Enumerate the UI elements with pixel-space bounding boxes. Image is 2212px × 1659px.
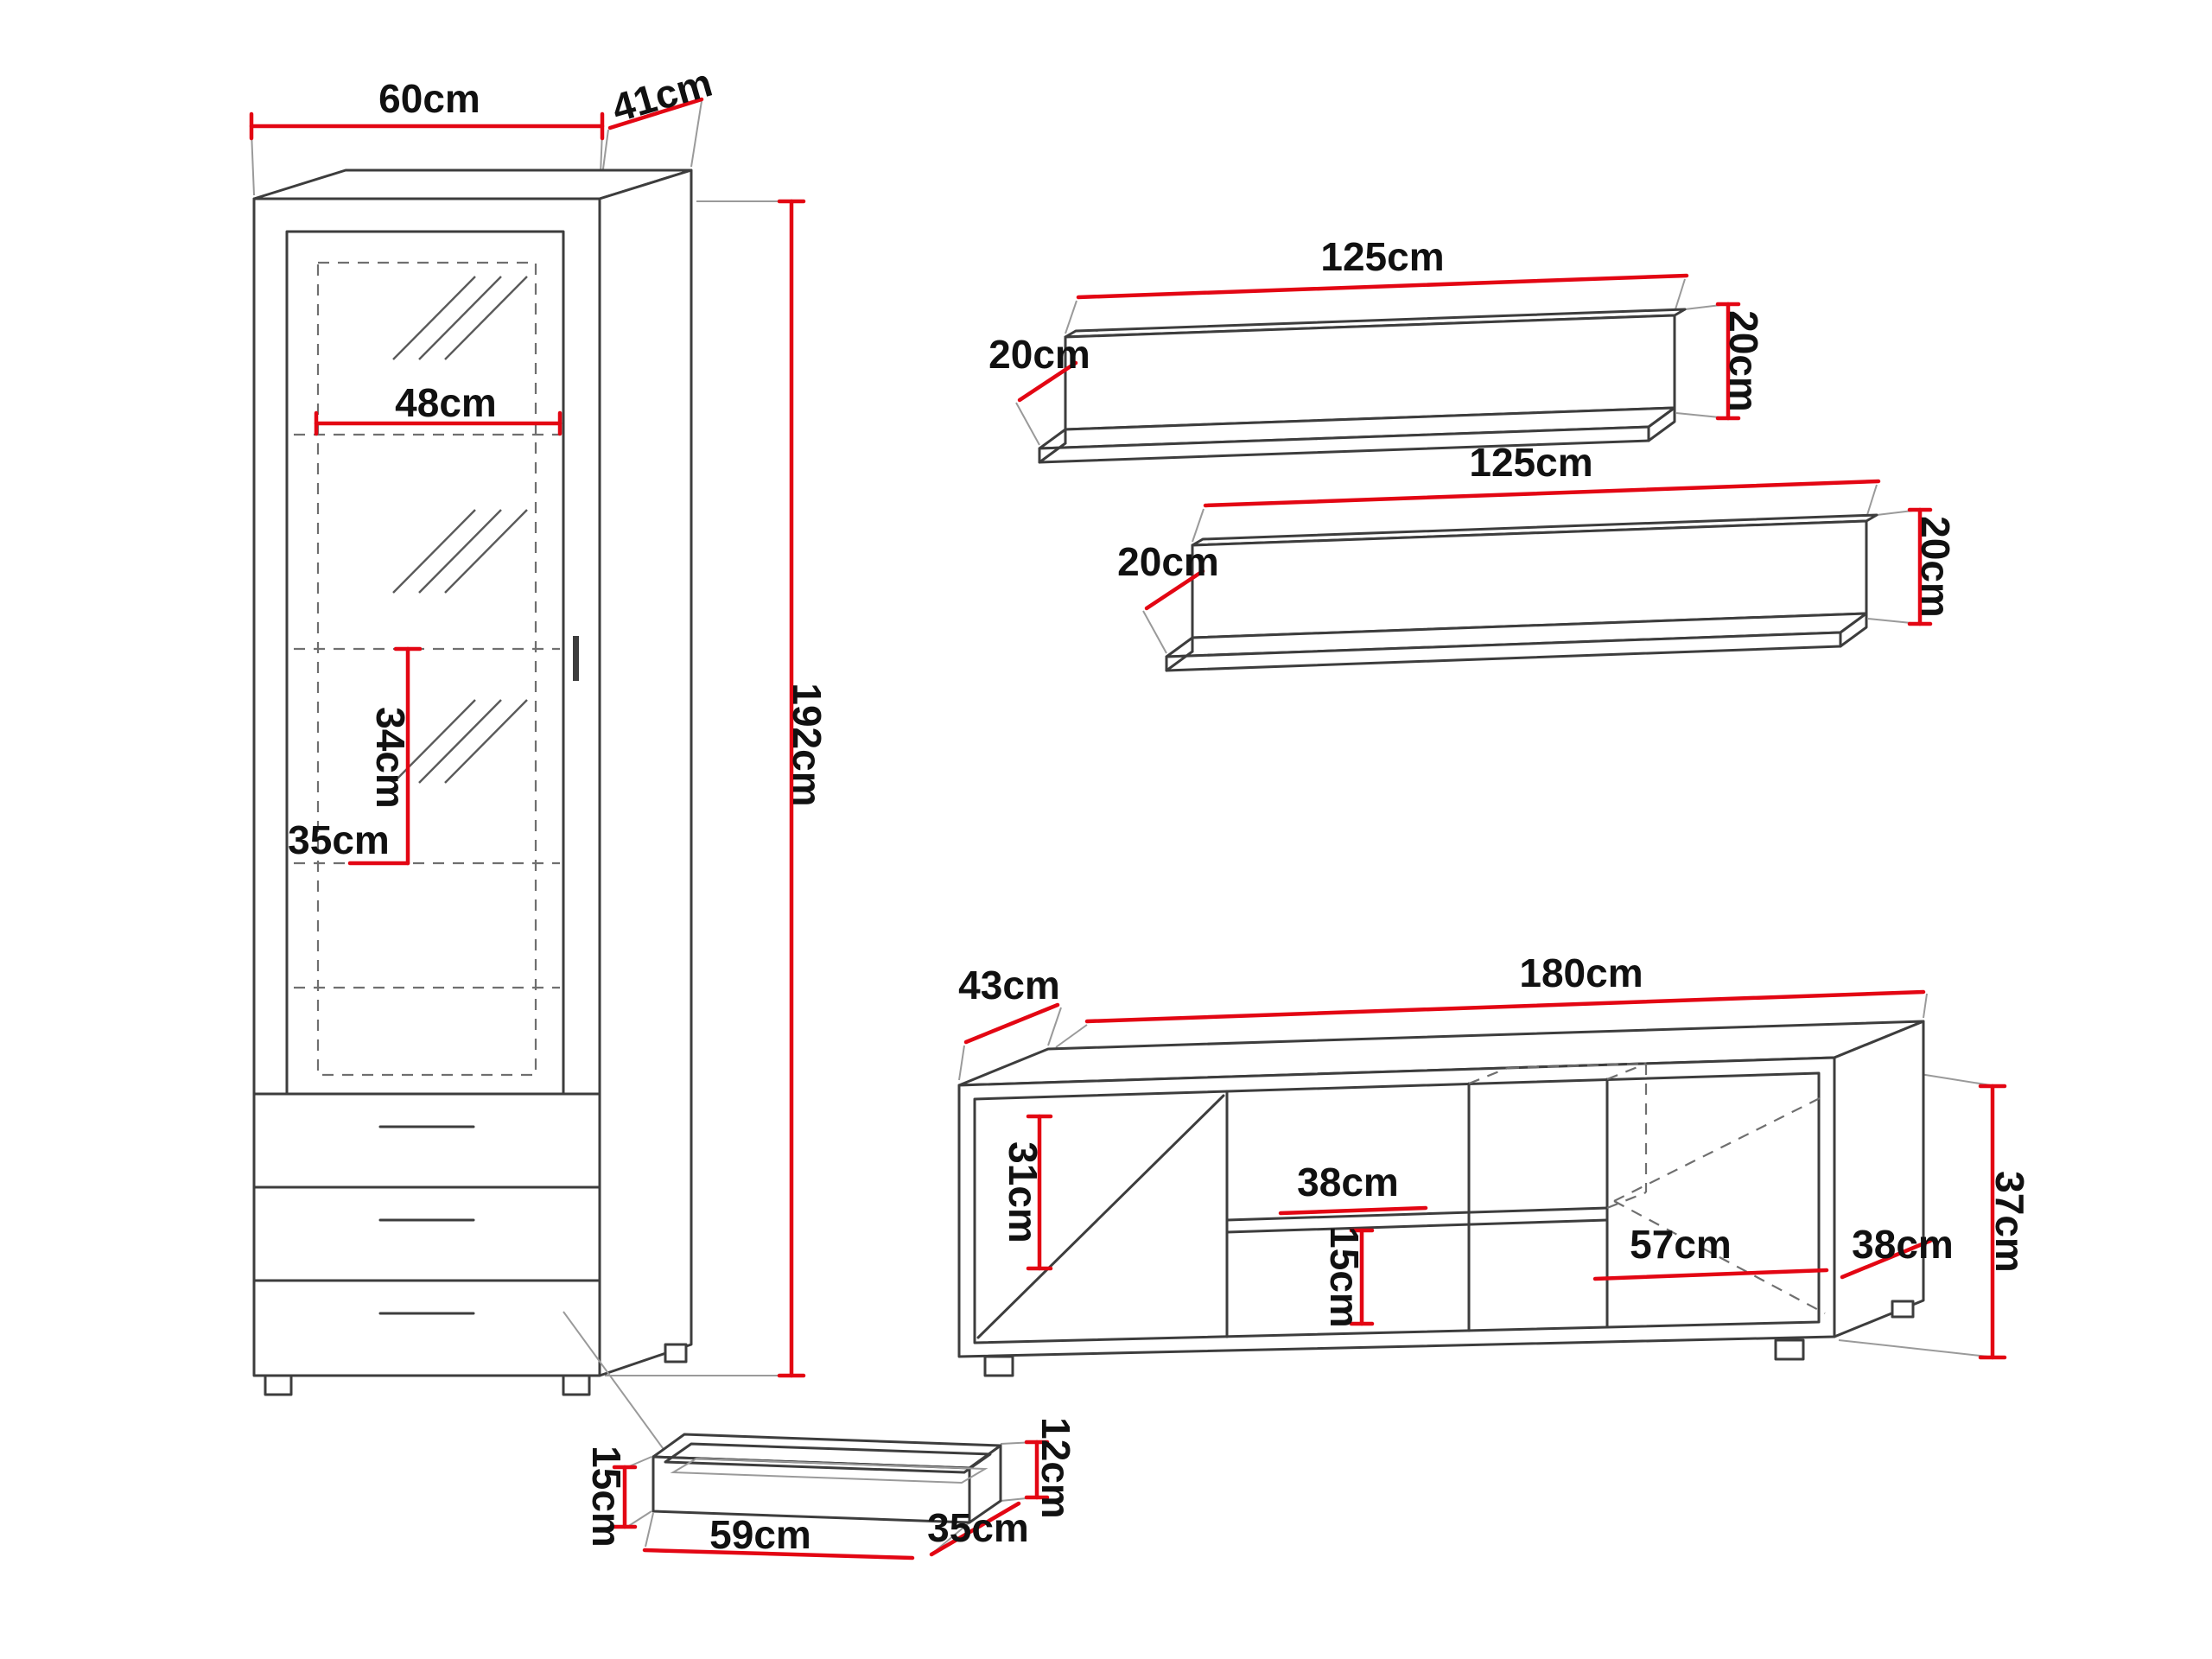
wall-shelf-bottom-drawing: 125cm 20cm 20cm — [1117, 440, 1958, 672]
cabinet-drawing: 60cm 41cm 192cm 48cm 34cm 35cm — [249, 60, 830, 1396]
shelf-bottom-height-label: 20cm — [1913, 516, 1958, 618]
cabinet-inner-width-label: 48cm — [395, 380, 497, 425]
drawer-width-label: 59cm — [709, 1512, 811, 1557]
shelf-top-length-label: 125cm — [1320, 234, 1444, 279]
tv-stand-foot-right — [1774, 1338, 1805, 1361]
shelf-bottom-length-dim-line — [1203, 479, 1881, 508]
tv-stand-foot-left — [983, 1355, 1014, 1377]
tv-stand-shelf-gap-label: 15cm — [1322, 1226, 1367, 1328]
cabinet-depth-label: 41cm — [607, 60, 716, 130]
tv-stand-inner-border — [973, 1071, 1821, 1344]
cabinet-drawer-fronts — [252, 1092, 601, 1315]
shelf-top-length-dim-line — [1076, 273, 1689, 300]
drawer-callout-line — [563, 1311, 666, 1452]
tv-stand-right-width-label: 57cm — [1630, 1222, 1732, 1267]
tv-stand-side-face — [1833, 1020, 1925, 1338]
cabinet-foot-left — [264, 1374, 293, 1396]
cabinet-glass-panel — [316, 261, 537, 1077]
drawer-depth-dim-line — [929, 1501, 1021, 1557]
drawer-dimension-lines — [612, 1440, 1050, 1560]
tv-stand-height-label: 37cm — [1987, 1171, 2032, 1273]
shelf-top-height-label: 20cm — [1721, 310, 1766, 412]
tv-stand-right-width-dim-line — [1592, 1268, 1829, 1281]
shelf-top-board-end — [1647, 406, 1676, 442]
shelf-bottom-length-label: 125cm — [1469, 440, 1592, 485]
wall-shelf-top-drawing: 125cm 20cm 20cm — [988, 234, 1766, 464]
tv-stand-shelf-width-label: 38cm — [1297, 1160, 1399, 1205]
tv-stand-dividers — [1225, 1077, 1609, 1338]
shelf-top-depth-dim-line — [1017, 360, 1078, 403]
cabinet-depth-dim-line — [607, 97, 704, 130]
drawer-side-height-label: 12cm — [1033, 1417, 1078, 1519]
wall-shelf-top-dimension-lines — [1017, 273, 1741, 421]
cabinet-side-face — [598, 168, 693, 1377]
cabinet-foot-right — [562, 1374, 591, 1396]
drawer-width-dim-line — [642, 1548, 915, 1560]
wall-shelf-bottom-dimension-lines — [1144, 479, 1933, 626]
tv-stand-shelf-width-dim-line — [1278, 1205, 1428, 1216]
shelf-top-depth-label: 20cm — [988, 332, 1090, 377]
cabinet-width-label: 60cm — [378, 76, 480, 121]
shelf-bottom-depth-dim-line — [1144, 569, 1205, 611]
shelf-bottom-board-end — [1839, 612, 1868, 648]
cabinet-door-handle — [573, 636, 579, 681]
tv-stand-drawing: 43cm 180cm 37cm 31cm 38cm 15cm 57cm 38cm — [957, 950, 2032, 1377]
tv-stand-dimension-lines — [963, 989, 2007, 1360]
cabinet-dimension-lines — [249, 97, 806, 1378]
tv-stand-left-door-swing — [976, 1094, 1225, 1339]
tv-stand-width-dim-line — [1084, 989, 1926, 1024]
drawer-inner-bottom — [670, 1457, 988, 1484]
tv-stand-left-height-label: 31cm — [1001, 1141, 1046, 1243]
cabinet-height-label: 192cm — [785, 683, 830, 806]
tv-stand-foot-back — [1891, 1300, 1915, 1319]
cabinet-foot-back — [664, 1343, 688, 1363]
drawer-drawing: 12cm 15cm 59cm 35cm — [563, 1311, 1078, 1560]
cabinet-front-face — [252, 197, 601, 1377]
shelf-bottom-depth-label: 20cm — [1117, 539, 1219, 584]
tv-stand-right-depth-dim-line — [1840, 1238, 1933, 1280]
cabinet-shelf-lines — [294, 433, 560, 989]
drawer-inner-rim — [664, 1442, 992, 1474]
tv-stand-right-depth-label: 38cm — [1852, 1222, 1954, 1267]
cabinet-shelf-spacing-label: 34cm — [368, 707, 413, 809]
tv-stand-depth-dim-line — [963, 1002, 1060, 1045]
cabinet-shelf-depth-label: 35cm — [288, 817, 390, 862]
tv-stand-hidden-edges — [1468, 1062, 1826, 1314]
drawer-front-height-label: 15cm — [584, 1446, 629, 1548]
drawer-depth-label: 35cm — [927, 1505, 1029, 1550]
tv-stand-depth-label: 43cm — [958, 963, 1060, 1007]
tv-stand-width-label: 180cm — [1519, 950, 1643, 995]
